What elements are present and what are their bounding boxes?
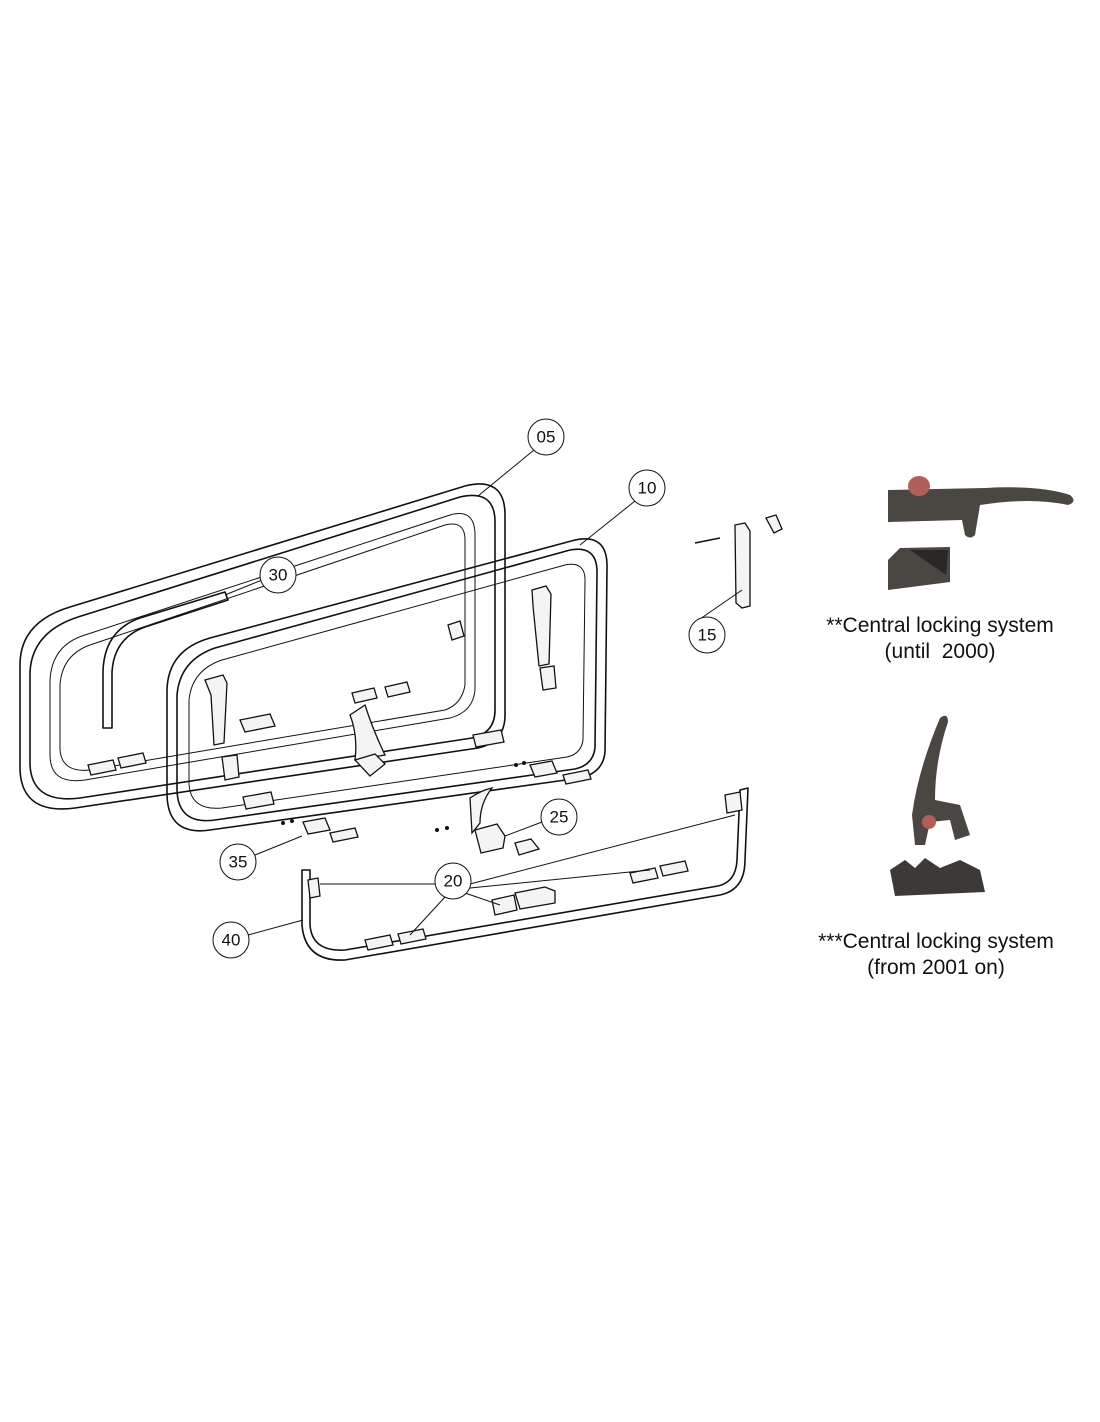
svg-text:40: 40 xyxy=(222,931,241,950)
callout-25: 25 xyxy=(540,798,578,836)
bottom-rail-40 xyxy=(301,787,749,961)
svg-text:30: 30 xyxy=(269,566,288,585)
new-system-caption: ***Central locking system (from 2001 on) xyxy=(776,929,1096,981)
callout-10: 10 xyxy=(628,469,666,507)
svg-text:10: 10 xyxy=(638,479,657,498)
callout-05: 05 xyxy=(527,418,565,456)
callout-35: 35 xyxy=(219,843,257,881)
caption-line: (until 2000) xyxy=(884,640,996,663)
seal-30 xyxy=(102,591,229,729)
svg-text:15: 15 xyxy=(698,626,717,645)
svg-text:20: 20 xyxy=(444,872,463,891)
caption-line: (from 2001 on) xyxy=(867,956,1005,979)
svg-text:05: 05 xyxy=(537,428,556,447)
callout-40: 40 xyxy=(212,921,250,959)
caption-line: **Central locking system xyxy=(826,614,1054,637)
svg-text:25: 25 xyxy=(550,808,569,827)
lock-parts-25-35 xyxy=(281,760,592,856)
old-system-caption: **Central locking system (until 2000) xyxy=(780,613,1100,665)
svg-text:35: 35 xyxy=(229,853,248,872)
old-locking-handle-photo xyxy=(888,476,1074,590)
caption-line: ***Central locking system xyxy=(818,930,1054,953)
new-locking-handle-photo xyxy=(890,715,985,896)
sash-frame-10 xyxy=(87,538,608,832)
stay-part-15 xyxy=(694,514,783,609)
outer-frame-05 xyxy=(19,483,506,810)
callout-20: 20 xyxy=(434,862,472,900)
leader-lines xyxy=(224,449,743,936)
callout-30: 30 xyxy=(259,556,297,594)
callout-15: 15 xyxy=(688,616,726,654)
